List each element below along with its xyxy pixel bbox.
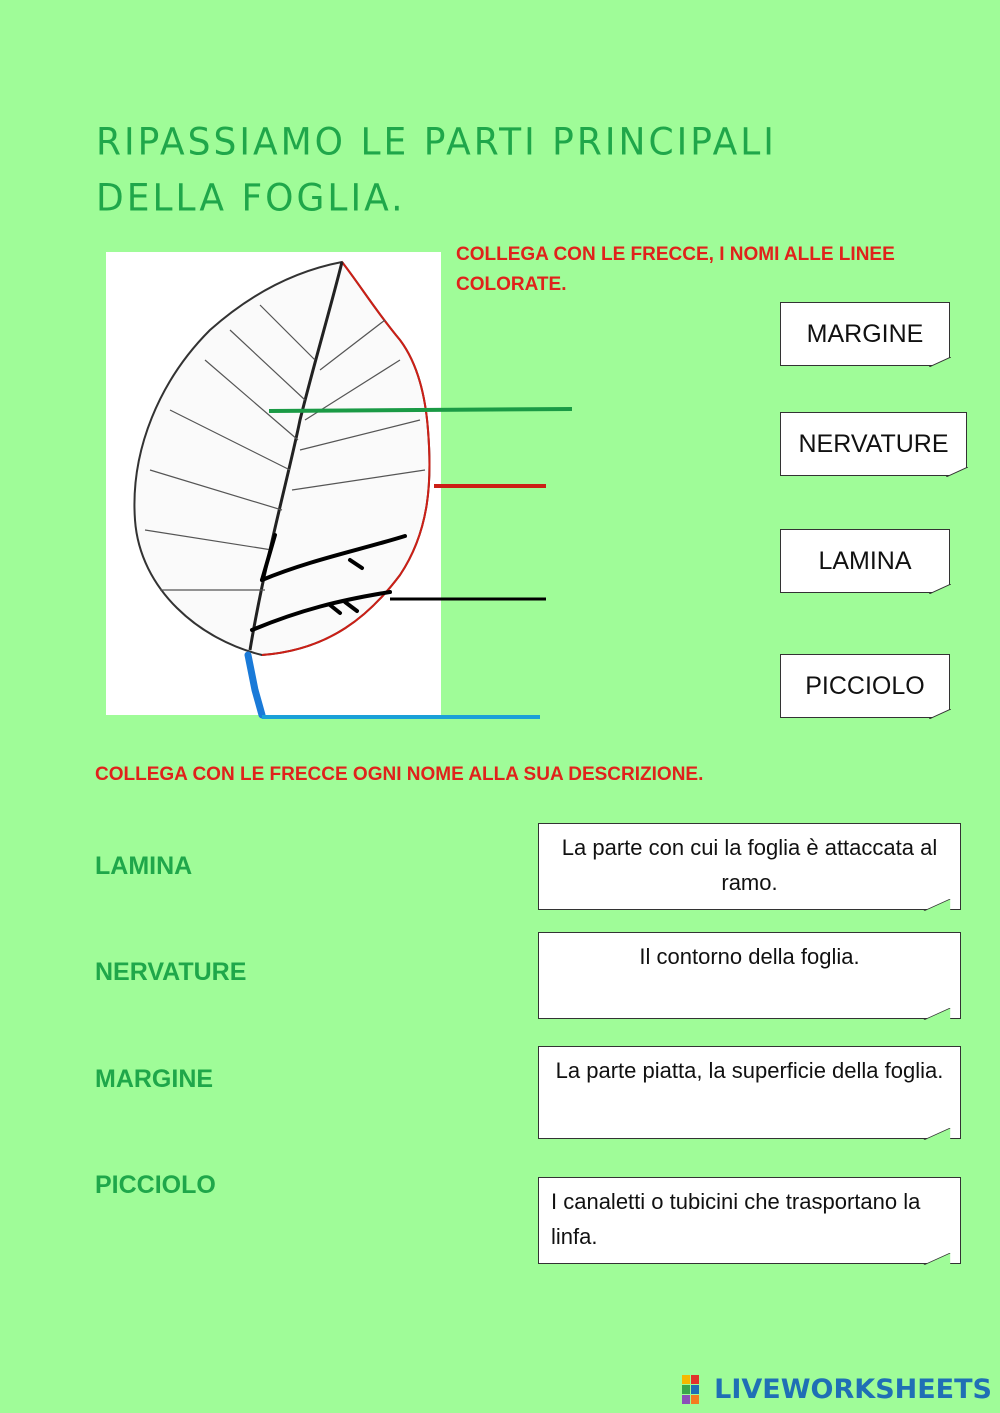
- word-lamina[interactable]: LAMINA: [95, 852, 193, 880]
- liveworksheets-brand[interactable]: LIVEWORKSHEETS: [682, 1374, 992, 1405]
- label-text: LAMINA: [818, 546, 912, 575]
- description-box-3[interactable]: La parte piatta, la superficie della fog…: [538, 1046, 961, 1140]
- word-margine[interactable]: MARGINE: [95, 1065, 214, 1093]
- description-box-2[interactable]: Il contorno della foglia.: [538, 932, 961, 1020]
- petiole: [244, 651, 266, 719]
- description-box-4[interactable]: I canaletti o tubicini che trasportano l…: [538, 1177, 961, 1265]
- page-curl-icon: [923, 1253, 951, 1265]
- label-box-lamina[interactable]: LAMINA: [780, 529, 951, 594]
- page-curl-icon: [929, 357, 951, 367]
- page-curl-icon: [929, 584, 951, 594]
- green-indicator-line: [268, 407, 573, 413]
- margin-trace: [261, 261, 431, 656]
- worksheet-title-line-2: DELLA FOGLIA.: [96, 176, 406, 221]
- description-text: Il contorno della foglia.: [639, 944, 860, 969]
- word-nervature[interactable]: NERVATURE: [95, 958, 247, 986]
- worksheet-title-line-1: RIPASSIAMO LE PARTI PRINCIPALI: [96, 120, 777, 165]
- label-box-margine[interactable]: MARGINE: [780, 302, 951, 367]
- highlighted-veins: [250, 533, 407, 632]
- label-text: NERVATURE: [798, 429, 949, 458]
- page-curl-icon: [923, 899, 951, 911]
- label-box-nervature[interactable]: NERVATURE: [780, 412, 968, 477]
- instruction-link-descriptions: COLLEGA CON LE FRECCE OGNI NOME ALLA SUA…: [95, 764, 704, 785]
- instruction-link-lines: COLLEGA CON LE FRECCE, I NOMI ALLE LINEE…: [456, 244, 895, 295]
- description-box-1[interactable]: La parte con cui la foglia è attaccata a…: [538, 823, 961, 911]
- page-curl-icon: [946, 467, 968, 477]
- label-box-picciolo[interactable]: PICCIOLO: [780, 654, 951, 719]
- thin-veins: [144, 304, 426, 591]
- liveworksheets-logo-icon: [682, 1374, 700, 1404]
- description-text: La parte con cui la foglia è attaccata a…: [561, 835, 938, 895]
- label-text: MARGINE: [806, 319, 924, 348]
- label-text: PICCIOLO: [805, 671, 925, 700]
- brand-name: LIVEWORKSHEETS: [714, 1374, 992, 1405]
- leaf-drawing: [133, 260, 573, 719]
- page-curl-icon: [923, 1128, 951, 1140]
- page-curl-icon: [929, 709, 951, 719]
- word-picciolo[interactable]: PICCIOLO: [95, 1171, 216, 1199]
- page-curl-icon: [923, 1008, 951, 1020]
- description-text: La parte piatta, la superficie della fog…: [555, 1058, 944, 1083]
- description-text: I canaletti o tubicini che trasportano l…: [551, 1189, 921, 1249]
